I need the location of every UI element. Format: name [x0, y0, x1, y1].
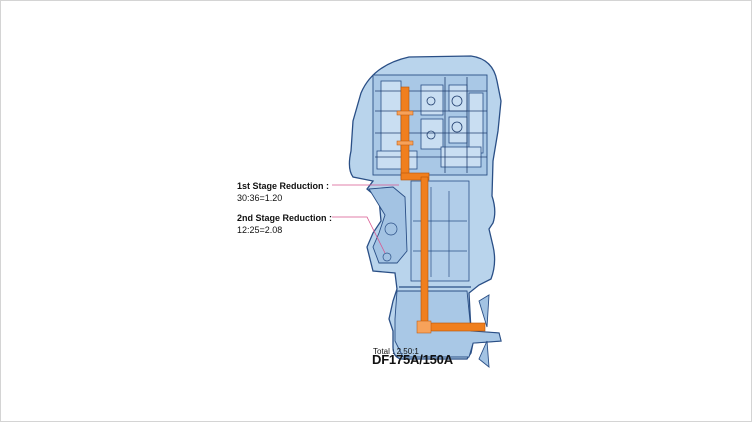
stage2-ratio: 12:25=2.08	[237, 225, 283, 235]
stage1-ratio: 30:36=1.20	[237, 193, 283, 203]
propeller	[478, 294, 490, 368]
total-ratio: Total : 2.50:1	[373, 347, 419, 356]
stage1-title: 1st Stage Reduction :	[237, 181, 330, 191]
leader-line-stage2	[332, 216, 386, 254]
stage1-annotation: 1st Stage Reduction : 30:36=1.20	[237, 180, 329, 204]
model-name: DF175A/150A	[372, 352, 453, 367]
stage2-annotation: 2nd Stage Reduction : 12:25=2.08	[237, 212, 332, 236]
gear-marks	[396, 110, 432, 334]
engine-piping	[375, 77, 487, 173]
midsection-housing	[410, 180, 470, 282]
mounting-bracket	[368, 186, 408, 264]
stage2-title: 2nd Stage Reduction :	[237, 213, 333, 223]
